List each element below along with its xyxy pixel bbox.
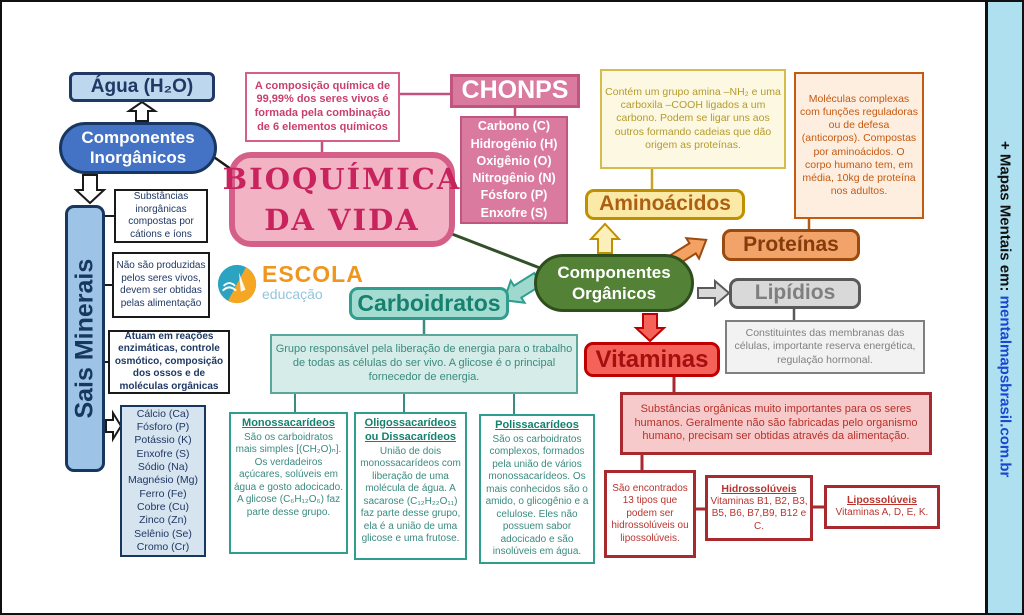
polissacarideos-title: Polissacarídeos: [495, 419, 579, 431]
map-title: BIOQUÍMICA DA VIDA: [223, 152, 459, 247]
node-proteinas: Proteínas: [722, 229, 860, 261]
arrow-down-vitaminas-icon: [633, 313, 667, 343]
sais-minerais-label: Sais Minerais: [70, 258, 99, 419]
polissacarideos-body: São os carboidratos complexos, formados …: [485, 433, 589, 558]
note-13-tipos: São encontrados 13 tipos que podem ser h…: [604, 470, 696, 558]
note-grupo-amina: Contém um grupo amina –NH₂ e uma carboxi…: [600, 69, 786, 169]
note-grupo-energia: Grupo responsável pela liberação de ener…: [270, 334, 578, 394]
node-componentes-organicos: Componentes Orgânicos: [534, 254, 694, 312]
branding-sidebar: + Mapas Mentais em: mentalmapsbrasil.com…: [985, 2, 1022, 613]
arrow-right-minerals-icon: [105, 409, 123, 443]
note-polissacarideos: Polissacarídeos São os carboidratos comp…: [479, 414, 595, 564]
hidrossoluveis-title: Hidrossolúveis: [721, 482, 797, 495]
escola-educacao-logo: ESCOLA educação: [216, 263, 364, 305]
arrow-up-amino-icon: [588, 222, 622, 254]
list-elementos-quimicos: Carbono (C) Hidrogênio (H) Oxigênio (O) …: [460, 116, 568, 224]
logo-title: ESCOLA: [262, 261, 364, 287]
node-chonps: CHONPS: [450, 74, 580, 108]
monossacarideos-title: Monossacarídeos: [242, 417, 335, 429]
note-substancias-organicas: Substâncias orgânicas muito importantes …: [620, 392, 932, 455]
node-agua: Água (H₂O): [69, 72, 215, 102]
branding-text: + Mapas Mentais em: mentalmapsbrasil.com…: [997, 141, 1014, 477]
oligossacarideos-body: União de dois monossacarídeos com libera…: [360, 445, 461, 545]
node-lipidios: Lipídios: [729, 278, 861, 309]
node-aminoacidos: Aminoácidos: [585, 189, 745, 220]
note-moleculas-complexas: Moléculas complexas com funções regulado…: [794, 72, 924, 219]
branding-prefix: + Mapas Mentais em:: [996, 141, 1014, 296]
note-composicao-quimica: A composição química de 99,99% dos seres…: [245, 72, 400, 142]
branding-site-url: mentalmapsbrasil.com.br: [996, 295, 1014, 478]
node-componentes-inorganicos: Componentes Inorgânicos: [59, 122, 217, 174]
node-vitaminas: Vitaminas: [584, 342, 720, 377]
lipossoluveis-title: Lipossolúveis: [846, 494, 918, 507]
monossacarideos-body: São os carboidratos mais simples [(CH₂O)…: [234, 431, 343, 518]
lipossoluveis-body: Vitaminas A, D, E, K.: [835, 507, 929, 519]
arrow-right-lipidios-icon: [697, 278, 731, 308]
note-lipossoluveis: Lipossolúveis Vitaminas A, D, E, K.: [824, 485, 940, 529]
note-hidrossoluveis: Hidrossolúveis Vitaminas B1, B2, B3, B5,…: [705, 475, 813, 541]
note-monossacarideos: Monossacarídeos São os carboidratos mais…: [229, 412, 348, 554]
list-minerais: Cálcio (Ca) Fósforo (P) Potássio (K) Enx…: [120, 405, 206, 557]
oligossacarideos-title: Oligossacarídeos ou Dissacarídeos: [364, 417, 457, 443]
node-sais-minerais: Sais Minerais: [65, 205, 105, 472]
arrow-down-sais-icon: [73, 174, 107, 205]
note-atuam-reacoes: Atuam em reações enzimáticas, controle o…: [108, 330, 230, 394]
logo-subtitle: educação: [262, 286, 323, 302]
hidrossoluveis-body: Vitaminas B1, B2, B3, B5, B6, B7,B9, B12…: [710, 495, 808, 532]
node-carboidratos: Carboidratos: [349, 287, 509, 320]
note-constituintes-membranas: Constituintes das membranas das células,…: [725, 320, 925, 374]
escola-logo-icon: [217, 264, 257, 304]
note-nao-produzidas: Não são produzidas pelos seres vivos, de…: [112, 252, 210, 318]
note-oligossacarideos: Oligossacarídeos ou Dissacarídeos União …: [354, 412, 467, 560]
note-substancias-inorganicas: Substâncias inorgânicas compostas por cá…: [114, 189, 208, 243]
arrow-up-agua-icon: [125, 100, 159, 122]
